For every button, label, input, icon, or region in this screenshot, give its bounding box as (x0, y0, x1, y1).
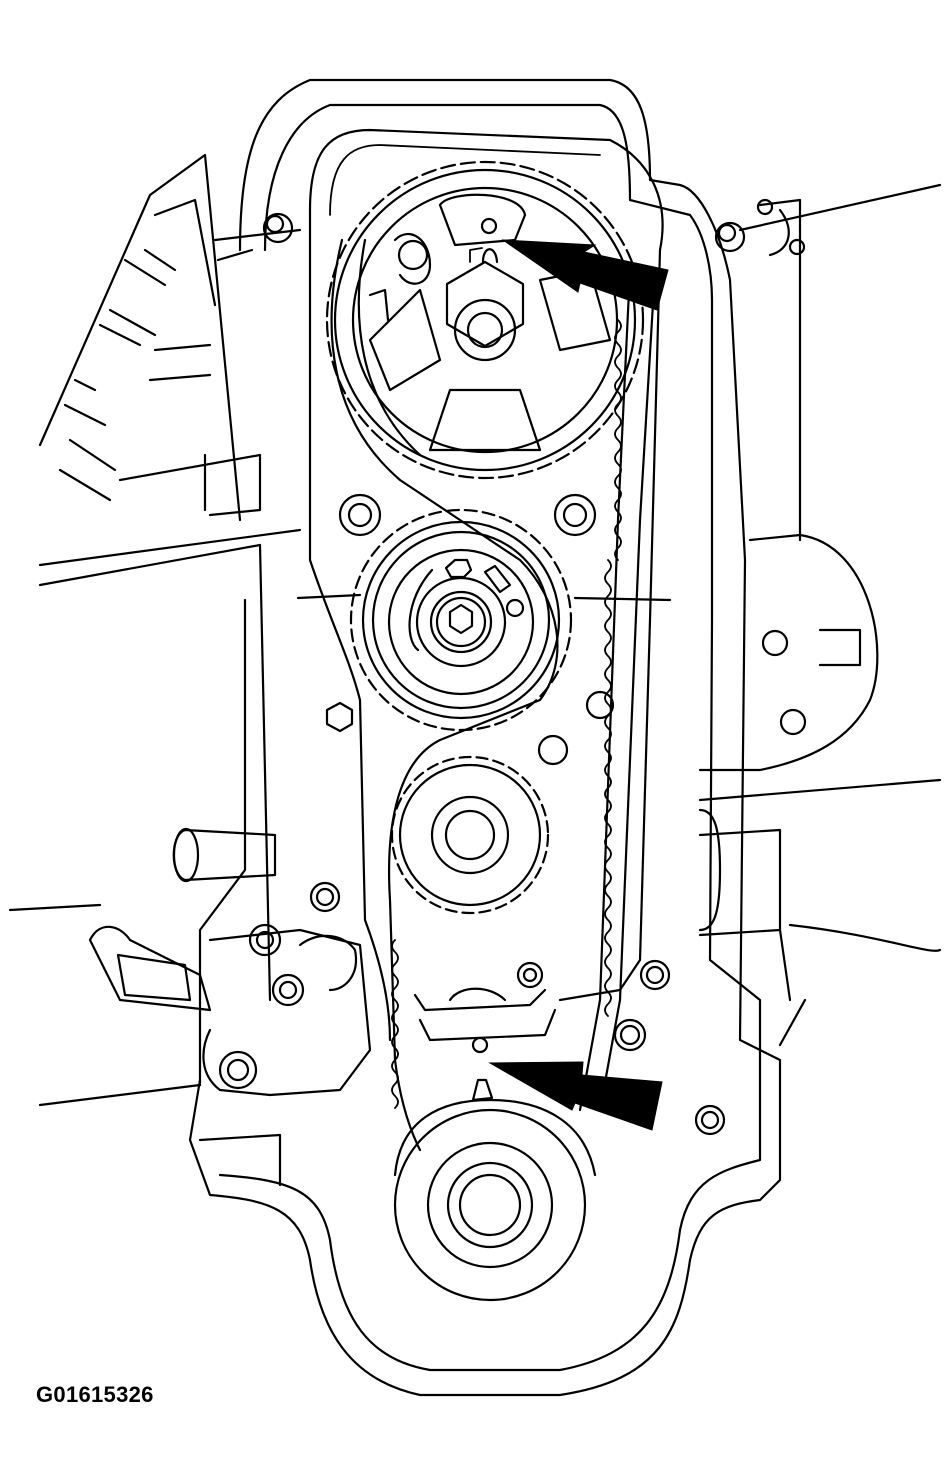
figure-id-label: G01615326 (36, 1382, 154, 1407)
timing-belt (330, 238, 657, 1152)
camshaft-timing-mark (469, 217, 499, 264)
right-engine-block (698, 183, 942, 1047)
timing-cover-outline (188, 78, 782, 1397)
crankshaft-timing-mark-arrow (488, 1061, 663, 1131)
crankshaft-pulley (393, 1098, 597, 1302)
crankshaft-timing-mark (413, 987, 557, 1102)
camshaft-sprocket (325, 160, 645, 480)
camshaft-timing-mark-arrow (501, 239, 669, 311)
mounting-bolts (262, 212, 746, 1136)
left-engine-block (8, 153, 302, 1107)
lower-left-components (88, 827, 372, 1187)
belt-tensioner-pulley (296, 508, 672, 732)
idler-sprocket (390, 734, 569, 915)
